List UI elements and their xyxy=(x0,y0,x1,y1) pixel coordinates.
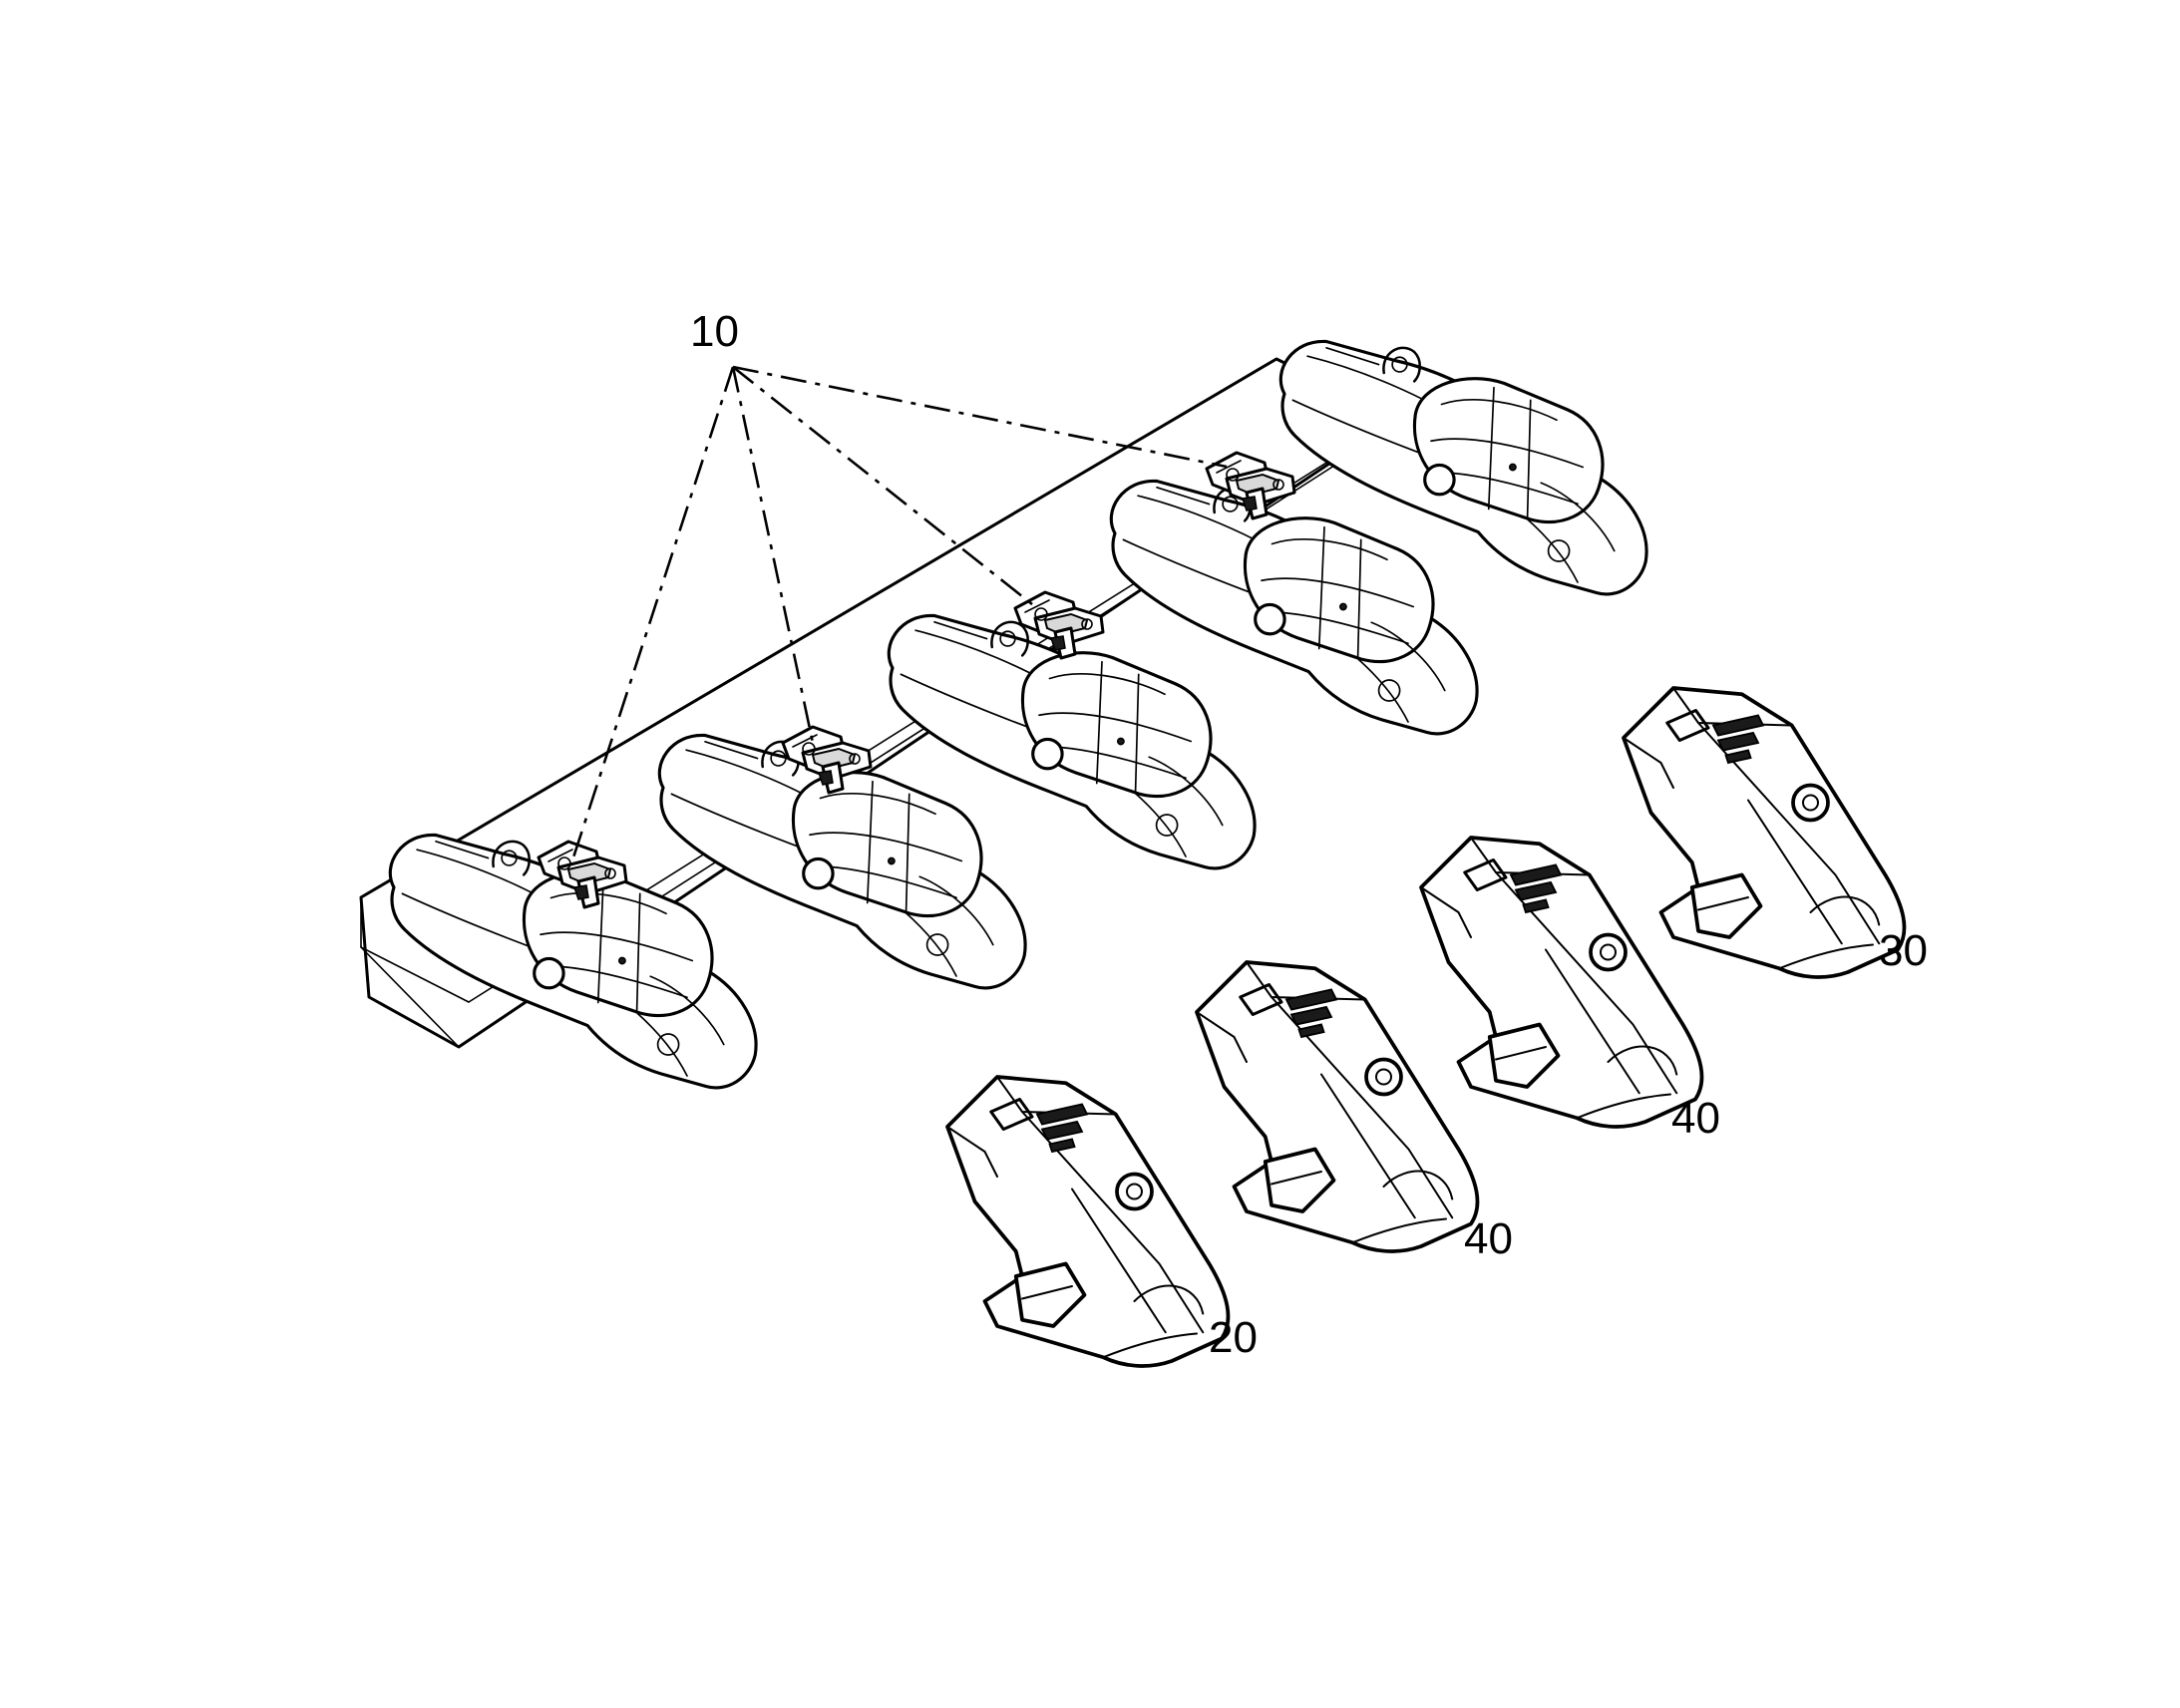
label-cover-mid-a: 40 xyxy=(1464,1214,1513,1263)
label-cover-back: 30 xyxy=(1879,926,1928,975)
cover-mid-a xyxy=(1195,960,1480,1253)
label-cover-mid-b: 40 xyxy=(1671,1094,1720,1143)
cover-back xyxy=(1622,686,1907,979)
label-clips: 10 xyxy=(690,307,739,356)
cover-front xyxy=(945,1075,1231,1368)
cover-mid-b xyxy=(1419,836,1704,1129)
leader-lines xyxy=(571,365,1228,858)
label-cover-front: 20 xyxy=(1209,1313,1258,1362)
